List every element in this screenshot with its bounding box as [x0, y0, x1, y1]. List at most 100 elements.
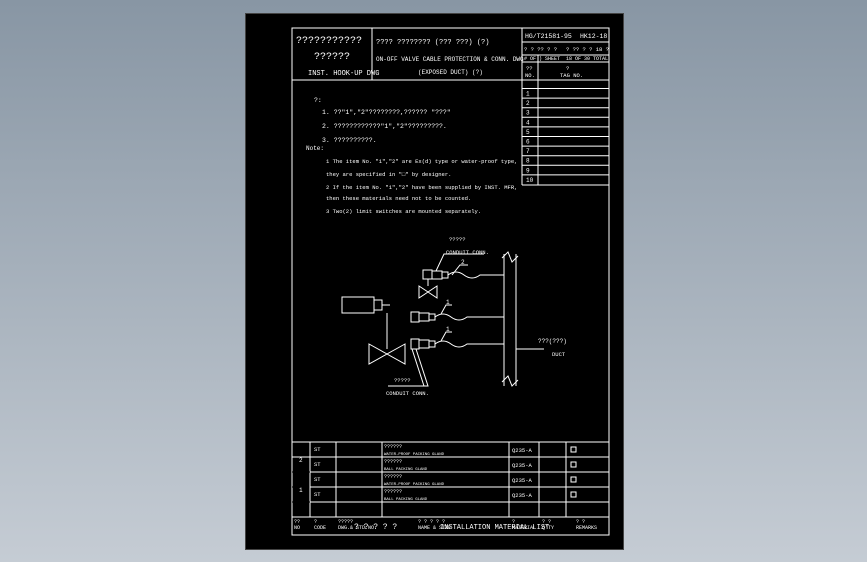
sheet-label: # OF ) SHEET — [524, 56, 560, 62]
mat-header-en: DWG.& STD.NO. — [338, 525, 377, 531]
leader-conduit-bottom-2 — [411, 348, 425, 387]
mat-row-checkbox — [570, 476, 577, 483]
mat-row-unit: ST — [314, 461, 321, 468]
title-mid-line1: ???? ???????? (??? ???) (?) — [376, 39, 489, 47]
mat-header-cn: ? — [314, 519, 317, 525]
duct-cn-label: ???(???) — [538, 338, 567, 345]
actuator-body — [341, 296, 375, 314]
gland-1a — [418, 312, 430, 322]
mat-row-material: Q235-A — [512, 492, 533, 499]
material-list-title-cn: ? ? ? ? ? — [354, 523, 397, 532]
notes-en-item-1b: they are specified in "□" by designer. — [326, 171, 451, 178]
title-left-line2: ?????? — [314, 52, 350, 63]
tag-row-number: 3 — [526, 110, 530, 117]
actuator-flange — [373, 299, 383, 311]
sheet-question-marks: ? ? ?? ? ? — [524, 46, 557, 53]
cable-1 — [434, 313, 504, 321]
leader-item-1b — [440, 331, 452, 342]
mat-header-cn: ????? — [338, 519, 353, 525]
notes-en-item-2b: then these materials need not to be coun… — [326, 195, 471, 202]
mat-row-material: Q235-A — [512, 447, 533, 454]
tag-head-no-q: ?? — [526, 65, 533, 72]
tag-row-number: 6 — [526, 139, 530, 146]
tag-row-number: 5 — [526, 129, 530, 136]
gland-1c — [418, 339, 430, 349]
mat-header-en: MATERIAL — [512, 525, 536, 531]
drawing-frame — [291, 27, 610, 536]
notes-en-item-3: 3 Two(2) limit switches are mounted sepa… — [326, 208, 481, 215]
leader-item-2 — [451, 264, 468, 276]
mat-header-cn: ? — [512, 519, 515, 525]
drawing-sheet: ??????????? ?????? INST. HOOK-UP DWG ???… — [245, 13, 624, 550]
tag-row-number: 1 — [526, 91, 530, 98]
notes-en-label: Note: — [306, 145, 324, 152]
gland-2b — [441, 271, 449, 279]
tag-row-number: 2 — [526, 100, 530, 107]
mat-item-1: 1 — [299, 487, 303, 494]
mat-header-cn: ? ? — [576, 519, 585, 525]
doc-number: HG/T21581-95 — [525, 33, 572, 40]
gland-2a — [431, 270, 443, 280]
notes-cn-label: ?: — [314, 97, 322, 104]
solenoid-valve-box — [422, 269, 433, 280]
leader-conduit-top — [435, 253, 484, 272]
doc-revision: HK12-18 — [580, 33, 607, 40]
title-left-line3: INST. HOOK-UP DWG — [308, 70, 379, 78]
conduit-top-cn: ????? — [449, 236, 466, 243]
leader-conduit-bottom — [388, 348, 429, 387]
title-left-line1: ??????????? — [296, 36, 362, 47]
conduit-bottom-cn: ????? — [394, 377, 411, 384]
tag-head-no: NO. — [525, 72, 535, 79]
duct-en-label: DUCT — [552, 351, 566, 358]
mat-row-material: Q235-A — [512, 462, 533, 469]
duct-break-bottom — [501, 375, 519, 387]
control-valve-icon — [368, 343, 406, 365]
tag-row-number: 10 — [526, 177, 534, 184]
mat-row-name-en: BALL PACKING GLAND — [384, 468, 428, 472]
notes-en-item-1: 1 The item No. "1","2" are Ex(d) type or… — [326, 158, 517, 165]
mat-item-2: 2 — [299, 457, 303, 464]
cable-1b — [434, 340, 504, 348]
mat-row-name-cn: ?????? — [384, 444, 402, 450]
hookup-diagram — [341, 251, 544, 387]
mat-row-name-cn: ?????? — [384, 459, 402, 465]
total-question-marks: ? ?? ? ? 18 ? — [566, 46, 609, 53]
cad-drawing: ??????????? ?????? INST. HOOK-UP DWG ???… — [291, 27, 610, 536]
mat-row-unit: ST — [314, 476, 321, 483]
notes-cn-item-2: 2. ????????????"1","2"?????????. — [322, 123, 447, 130]
item-1b-label: 1 — [446, 326, 450, 333]
mat-header-en: NO — [294, 525, 300, 531]
mat-row-name-en: BALL PACKING GLAND — [384, 498, 428, 502]
mat-header-en: CODE — [314, 525, 326, 531]
mat-header-en: NAME & SIZE — [418, 525, 451, 531]
item-2-label: 2 — [461, 259, 465, 266]
item-1a-label: 1 — [446, 299, 450, 306]
title-mid-line3: (EXPOSED DUCT) (?) — [418, 69, 483, 76]
mat-header-cn: ? ? — [542, 519, 551, 525]
notes-cn-item-1: 1. ??"1","2"????????,?????? "???" — [322, 109, 451, 116]
tag-head-tag: TAG NO. — [560, 72, 583, 79]
notes-en-item-2: 2 If the item No. "1","2" have been supp… — [326, 184, 517, 191]
mat-row-unit: ST — [314, 446, 321, 453]
tag-row-number: 4 — [526, 119, 530, 126]
mat-header-cn: ? ? ? ? ? — [418, 519, 445, 525]
mat-row-checkbox — [570, 446, 577, 453]
gland-1b — [428, 313, 436, 321]
mat-row-name-en: WATER-PROOF PACKING GLAND — [384, 483, 445, 487]
tag-row-number: 7 — [526, 148, 530, 155]
mat-row-name-cn: ?????? — [384, 474, 402, 480]
switch-2 — [410, 338, 420, 350]
tag-head-tag-q: ? — [566, 65, 569, 72]
notes-cn-item-3: 3. ??????????. — [322, 137, 377, 144]
solenoid-valve-icon — [418, 285, 438, 299]
duct-break-top — [501, 251, 519, 263]
cable-2 — [447, 271, 504, 279]
conduit-top-en: CONDUIT CONN. — [446, 249, 489, 256]
tag-row-number: 8 — [526, 158, 530, 165]
mat-row-checkbox — [570, 491, 577, 498]
mat-row-unit: ST — [314, 491, 321, 498]
mat-row-checkbox — [570, 461, 577, 468]
total-label: 18 OF 30 TOTAL — [566, 56, 608, 62]
material-list-title-en: INSTALLATION MATERIAL LIST — [440, 524, 549, 532]
gland-1d — [428, 340, 436, 348]
